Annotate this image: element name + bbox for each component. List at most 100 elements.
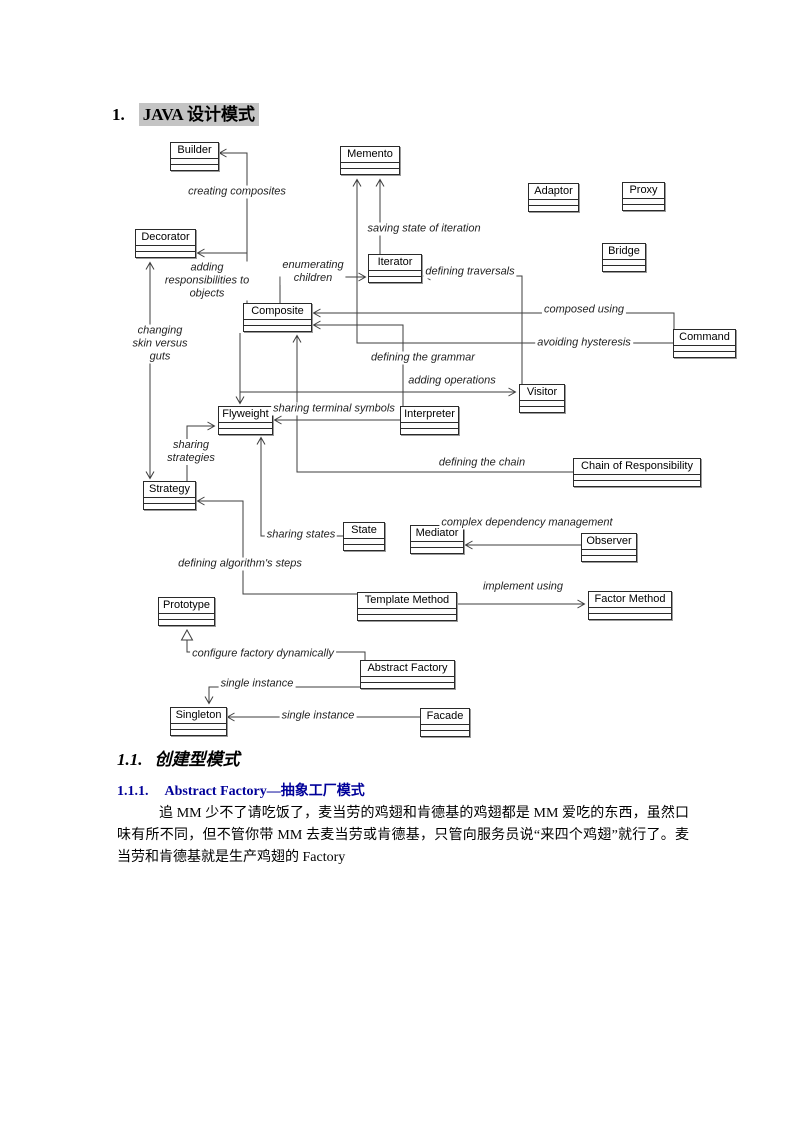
class-compartment	[401, 423, 458, 429]
class-name-proxy: Proxy	[623, 183, 664, 199]
class-compartment	[589, 608, 671, 614]
class-name-decorator: Decorator	[136, 230, 195, 246]
class-compartment	[144, 498, 195, 504]
class-name-composite: Composite	[244, 304, 311, 320]
class-compartment	[411, 542, 463, 548]
class-box-builder: Builder	[170, 142, 219, 171]
class-name-prototype: Prototype	[159, 598, 214, 614]
class-compartment	[623, 205, 664, 210]
class-compartment	[219, 423, 272, 429]
class-box-observer: Observer	[581, 533, 637, 562]
relation-label-defining-traversals: defining traversals	[423, 265, 517, 279]
class-box-iterator: Iterator	[368, 254, 422, 283]
relation-label-creating-composites: creating composites	[186, 185, 288, 199]
connector-state-flyweight-sharing-states	[256, 436, 343, 537]
class-compartment	[341, 169, 399, 174]
class-name-observer: Observer	[582, 534, 636, 550]
class-box-adaptor: Adaptor	[528, 183, 579, 212]
relation-label-defining-algorithm: defining algorithm's steps	[176, 557, 304, 571]
class-compartment	[136, 252, 195, 257]
class-name-interpreter: Interpreter	[401, 407, 458, 423]
class-name-command: Command	[674, 330, 735, 346]
class-box-decorator: Decorator	[135, 229, 196, 258]
class-compartment	[159, 620, 214, 625]
class-compartment	[171, 730, 226, 735]
class-box-template-method: Template Method	[357, 592, 457, 621]
class-compartment	[219, 429, 272, 434]
class-box-strategy: Strategy	[143, 481, 196, 510]
class-name-facade: Facade	[421, 709, 469, 725]
class-compartment	[623, 199, 664, 205]
section-1-1-1-title: Abstract Factory—抽象工厂模式	[164, 784, 365, 799]
class-compartment	[520, 401, 564, 407]
class-compartment	[603, 266, 645, 271]
class-name-state: State	[344, 523, 384, 539]
relation-label-sharing-states: sharing states	[264, 528, 338, 542]
class-compartment	[361, 677, 454, 683]
class-compartment	[574, 475, 700, 481]
class-box-chain: Chain of Responsibility	[573, 458, 701, 487]
class-compartment	[574, 481, 700, 486]
class-compartment	[411, 548, 463, 553]
class-box-abstract-factory: Abstract Factory	[360, 660, 455, 689]
class-compartment	[171, 724, 226, 730]
class-box-composite: Composite	[243, 303, 312, 332]
relation-label-defining-chain: defining the chain	[436, 456, 528, 470]
section-1-1-heading: 1.1.创建型模式	[117, 745, 240, 770]
class-box-proxy: Proxy	[622, 182, 665, 211]
class-box-state: State	[343, 522, 385, 551]
body-paragraph: 追 MM 少不了请吃饭了，麦当劳的鸡翅和肯德基的鸡翅都是 MM 爱吃的东西，虽然…	[117, 806, 689, 865]
class-compartment	[603, 260, 645, 266]
class-compartment	[344, 539, 384, 545]
class-compartment	[529, 200, 578, 206]
class-box-visitor: Visitor	[519, 384, 565, 413]
connector-visitor-iterator-defining-traversals	[422, 271, 523, 384]
section-1-1-1-number: 1.1.1.	[117, 784, 149, 799]
class-box-singleton: Singleton	[170, 707, 227, 736]
class-name-template-method: Template Method	[358, 593, 456, 609]
class-box-mediator: Mediator	[410, 525, 464, 554]
relation-label-saving-state: saving state of iteration	[365, 222, 483, 236]
class-name-memento: Memento	[341, 147, 399, 163]
class-name-singleton: Singleton	[171, 708, 226, 724]
class-compartment	[421, 725, 469, 731]
relation-label-defining-grammar: defining the grammar	[369, 351, 477, 365]
class-compartment	[369, 271, 421, 277]
class-compartment	[674, 352, 735, 357]
class-name-factor-method: Factor Method	[589, 592, 671, 608]
relation-label-implement-using: implement using	[480, 580, 566, 594]
class-compartment	[341, 163, 399, 169]
page-title-text: JAVA 设计模式	[138, 103, 260, 126]
relation-label-avoiding-hysteresis: avoiding hysteresis	[535, 336, 633, 350]
class-name-bridge: Bridge	[603, 244, 645, 260]
class-compartment	[159, 614, 214, 620]
class-compartment	[582, 550, 636, 556]
class-box-factor-method: Factor Method	[588, 591, 672, 620]
class-compartment	[421, 731, 469, 736]
class-compartment	[358, 609, 456, 615]
class-name-chain: Chain of Responsibility	[574, 459, 700, 475]
class-compartment	[369, 277, 421, 282]
section-1-1-number: 1.1.	[117, 750, 143, 769]
class-box-command: Command	[673, 329, 736, 358]
relation-label-adding-operations: adding operations	[406, 374, 498, 388]
section-1-1-1-heading: 1.1.1. Abstract Factory—抽象工厂模式	[117, 780, 365, 800]
class-box-memento: Memento	[340, 146, 400, 175]
page-title: 1.JAVA 设计模式	[112, 100, 260, 126]
class-compartment	[144, 504, 195, 509]
connector-template-strategy-defining-algorithm	[196, 496, 357, 595]
class-name-adaptor: Adaptor	[529, 184, 578, 200]
class-box-bridge: Bridge	[602, 243, 646, 272]
class-compartment	[358, 615, 456, 620]
class-compartment	[136, 246, 195, 252]
class-name-iterator: Iterator	[369, 255, 421, 271]
class-name-strategy: Strategy	[144, 482, 195, 498]
class-box-prototype: Prototype	[158, 597, 215, 626]
class-compartment	[529, 206, 578, 211]
class-compartment	[344, 545, 384, 550]
